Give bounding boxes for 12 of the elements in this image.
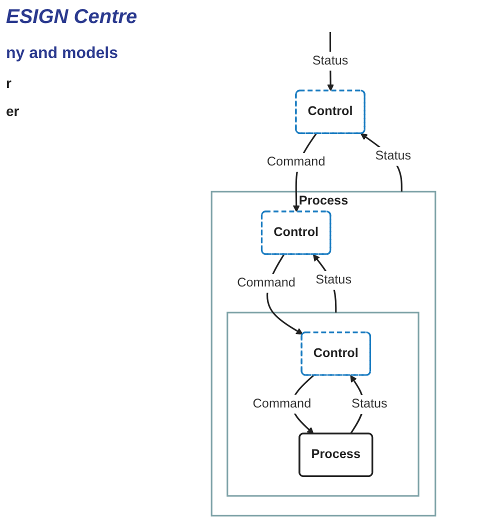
edge-label: Command	[252, 397, 312, 411]
cluster	[226, 312, 420, 497]
edge-label: Command	[266, 155, 326, 169]
edge-label: Status	[316, 273, 352, 287]
title: ESIGN Centre	[6, 6, 138, 29]
edge-label: Status	[352, 397, 388, 411]
edge-label: Status	[312, 54, 348, 68]
note-text: er	[6, 103, 20, 119]
edge-label: Status	[375, 149, 412, 163]
subtitle: ny and models	[6, 45, 118, 63]
edge-label: Command	[237, 276, 296, 290]
note-text: r	[6, 75, 12, 91]
